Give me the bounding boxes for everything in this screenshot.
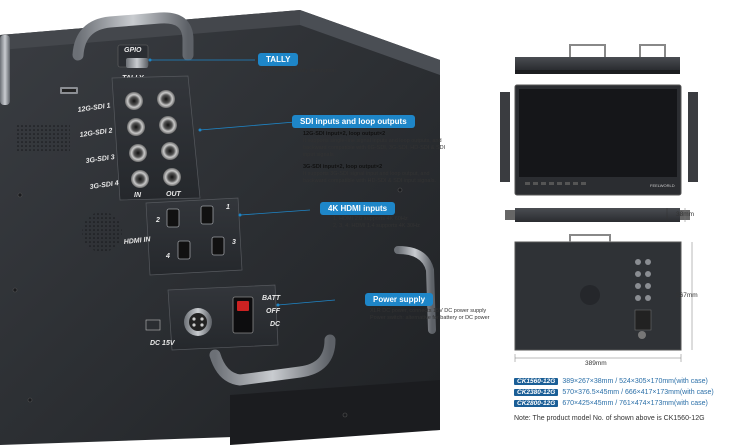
sdi-line-2-body: It supports 3G-SDI signal input and loop… bbox=[303, 171, 436, 184]
tally-port[interactable] bbox=[126, 58, 148, 68]
depth-dimension: 38mm bbox=[676, 211, 695, 218]
hdmi-callout-title: 4K HDMI inputs bbox=[320, 202, 396, 215]
sdi-out-3-port[interactable] bbox=[161, 142, 179, 160]
hdmi-4-port[interactable] bbox=[177, 240, 191, 260]
tally-callout-title: TALLY bbox=[258, 53, 299, 66]
orthographic-views: FEELWORLD bbox=[500, 44, 698, 362]
sdi-out-2-port[interactable] bbox=[159, 116, 177, 134]
model-tag-1: CK1560-12G bbox=[514, 378, 559, 385]
product-note: Note: The product model No. of shown abo… bbox=[514, 415, 705, 422]
gpio-label: GPIO bbox=[124, 47, 142, 54]
sdi-label-1: 12G-SDI 1 bbox=[77, 102, 111, 114]
sdi-out-label: OUT bbox=[166, 191, 182, 198]
sdi-label-2: 12G-SDI 2 bbox=[79, 127, 113, 139]
hdmi-number-3: 3 bbox=[232, 239, 236, 246]
top-view bbox=[515, 44, 680, 74]
side-view bbox=[505, 208, 690, 222]
sdi-in-2-port[interactable] bbox=[127, 118, 145, 136]
model-tag-3: CK2800-12G bbox=[514, 400, 559, 407]
power-line-1: XLR DC power, connects 15V DC power supp… bbox=[370, 308, 487, 314]
hdmi-3-port[interactable] bbox=[211, 236, 225, 256]
sdi-in-1-port[interactable] bbox=[125, 92, 143, 110]
hdmi-line-2: 2, 3, 4: HDMI 1.4 supports 4K 30Hz bbox=[333, 223, 420, 229]
front-brand: FEELWORLD bbox=[650, 183, 675, 188]
hdmi-number-1: 1 bbox=[226, 204, 230, 211]
hdmi-in-label: HDMI IN bbox=[123, 236, 151, 246]
height-dimension: 267mm bbox=[676, 292, 698, 299]
sdi-in-label: IN bbox=[134, 192, 142, 199]
sdi-line-1-head: 12G-SDI input×2, loop output×2 bbox=[303, 131, 386, 137]
dc-15v-label: DC 15V bbox=[150, 340, 176, 347]
hdmi-1-port[interactable] bbox=[200, 205, 214, 225]
model-dims-1: 389×267×38mm / 524×305×170mm(with case) bbox=[562, 378, 708, 385]
model-dims-2: 570×376.5×45mm / 666×417×173mm(with case… bbox=[562, 389, 714, 396]
power-callout-title: Power supply bbox=[365, 293, 434, 306]
tally-callout-desc: TALLY port and Tally description. bbox=[258, 68, 338, 74]
sdi-label-4: 3G-SDI 4 bbox=[89, 180, 119, 191]
switch-label-dc: DC bbox=[270, 321, 281, 328]
vent-grille bbox=[16, 125, 70, 153]
sdi-callout-title: SDI inputs and loop outputs bbox=[292, 115, 415, 128]
front-view: FEELWORLD bbox=[500, 84, 698, 196]
top-handle bbox=[72, 12, 194, 61]
power-line-2: Power switch: alternative for battery or… bbox=[370, 315, 490, 321]
model-dims-3: 670×425×45mm / 761×474×173mm(with case) bbox=[562, 400, 708, 407]
sdi-line-2-head: 3G-SDI input×2, loop output×2 bbox=[303, 164, 383, 170]
back-view bbox=[514, 234, 682, 351]
speaker-grille bbox=[82, 212, 122, 252]
switch-label-batt: BATT bbox=[262, 295, 281, 302]
hdmi-2-port[interactable] bbox=[166, 208, 180, 228]
hdmi-ports bbox=[166, 205, 225, 260]
hdmi-callout-desc: 1. HDMI 2.0 supports 4K 60Hz 2, 3, 4: HD… bbox=[333, 216, 453, 230]
switch-label-off: OFF bbox=[266, 308, 281, 315]
sdi-out-4-port[interactable] bbox=[163, 168, 181, 186]
power-callout-desc: XLR DC power, connects 15V DC power supp… bbox=[370, 308, 500, 322]
hdmi-line-1: 1. HDMI 2.0 supports 4K 60Hz bbox=[333, 216, 408, 222]
model-tag-2: CK2380-12G bbox=[514, 389, 559, 396]
bottom-handle bbox=[209, 334, 336, 386]
sdi-label-3: 3G-SDI 3 bbox=[85, 154, 115, 165]
hdmi-number-4: 4 bbox=[165, 253, 170, 260]
hdmi-number-2: 2 bbox=[155, 217, 160, 224]
sdi-connectors bbox=[125, 90, 181, 188]
width-dimension: 389mm bbox=[585, 360, 607, 367]
sdi-out-1-port[interactable] bbox=[157, 90, 175, 108]
sdi-in-3-port[interactable] bbox=[129, 144, 147, 162]
sdi-in-4-port[interactable] bbox=[131, 170, 149, 188]
sdi-callout-desc: 12G-SDI input×2, loop output×2 It suppor… bbox=[303, 131, 448, 185]
sdi-line-1-body: It supports single-line signal inputs an… bbox=[303, 138, 446, 158]
